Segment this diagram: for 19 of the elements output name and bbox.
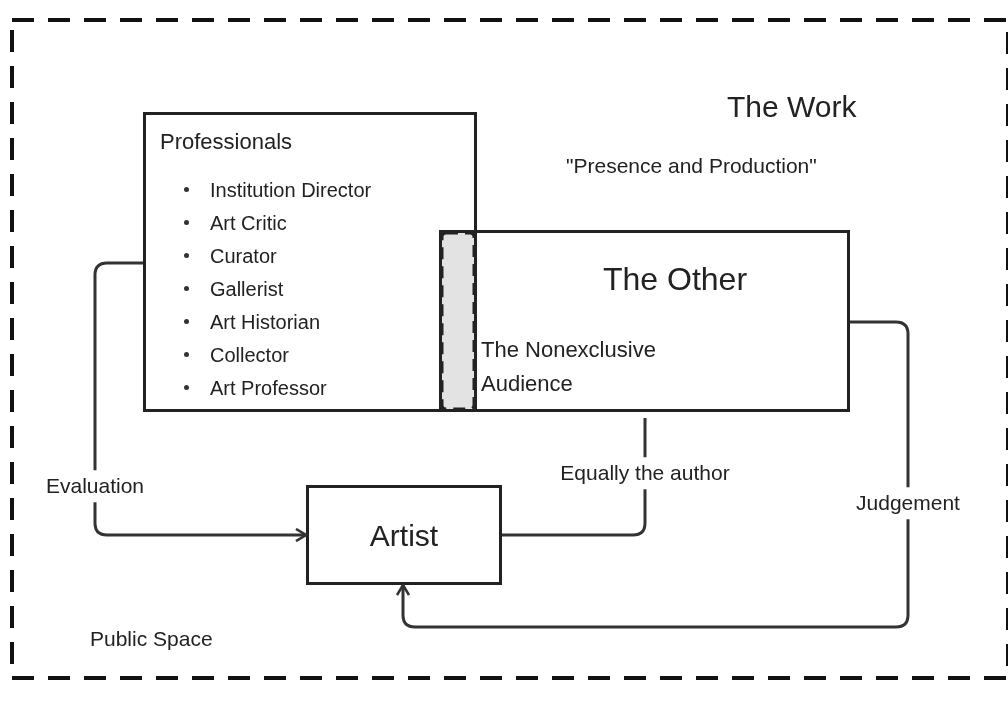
list-item: Collector [210,342,289,368]
overlap-band [439,230,477,412]
process-box [306,485,502,585]
list-item: Gallerist [210,276,284,302]
group-box [477,230,850,412]
connector-arrow [93,261,308,543]
list-item: Institution Director [210,177,372,203]
box-label: Artist [369,517,439,554]
subtitle-text: "Presence and Production" [566,153,817,179]
box-heading: The Other [603,260,748,299]
box-text: The Nonexclusive Audience [481,336,657,398]
area-label: Public Space [90,626,213,652]
list-item: Art Professor [210,375,327,401]
list-item: Art Historian [210,309,321,335]
box-heading: Professionals [160,128,293,156]
title-text: The Work [727,89,857,125]
list-item: Curator [210,243,277,269]
list-item: Art Critic [210,210,287,236]
connector-arrow [395,320,910,629]
